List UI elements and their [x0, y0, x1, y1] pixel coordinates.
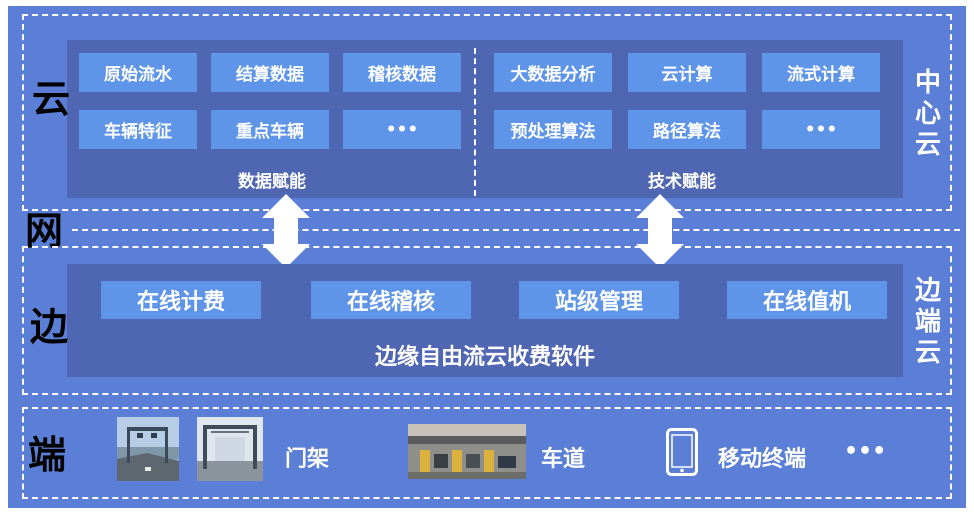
gantry-label: 门架: [285, 447, 330, 472]
tech-item-5: 路径算法: [628, 110, 746, 149]
data-item-4: 车辆特征: [79, 110, 197, 149]
cloud-side-label: 云: [32, 77, 71, 121]
data-item-2: 结算数据: [211, 53, 329, 92]
mobile-terminal-label: 移动终端: [718, 447, 807, 472]
end-more-ellipsis: •••: [844, 439, 887, 464]
network-divider-line: [72, 229, 960, 231]
data-item-3: 稽核数据: [343, 53, 461, 92]
tech-empowerment-caption: 技术赋能: [648, 172, 716, 192]
end-side-label: 端: [28, 433, 67, 477]
edge-layer-frame: [22, 246, 952, 395]
edge-function-2: 在线稽核: [311, 281, 471, 319]
network-side-label: 网: [25, 209, 64, 253]
gantry-photo-2: [197, 417, 263, 481]
tech-item-6: •••: [762, 110, 880, 149]
data-empowerment-caption: 数据赋能: [238, 172, 306, 192]
data-item-5: 重点车辆: [211, 110, 329, 149]
mobile-device-icon: [666, 428, 698, 476]
edge-side-label: 边: [30, 305, 69, 349]
tech-item-4: 预处理算法: [494, 110, 612, 149]
data-flow-arrow-right: [636, 194, 684, 268]
edge-function-4: 在线值机: [727, 281, 887, 319]
edge-function-1: 在线计费: [101, 281, 261, 319]
tech-item-2: 云计算: [628, 53, 746, 92]
cloud-layer-frame: [22, 14, 952, 211]
center-cloud-label: 中心云: [914, 68, 941, 160]
edge-function-3: 站级管理: [519, 281, 679, 319]
gantry-photo-1: [117, 417, 179, 481]
cloud-group-divider: [474, 48, 476, 196]
tech-item-1: 大数据分析: [494, 53, 612, 92]
data-item-6: •••: [343, 110, 461, 149]
edge-software-caption: 边缘自由流云收费软件: [374, 345, 595, 370]
tech-item-3: 流式计算: [762, 53, 880, 92]
edge-cloud-label: 边端云: [914, 276, 941, 368]
data-flow-arrow-left: [262, 194, 310, 268]
lane-photo: [408, 424, 526, 479]
end-layer-frame: [22, 407, 952, 499]
data-item-1: 原始流水: [79, 53, 197, 92]
lane-label: 车道: [541, 447, 586, 472]
